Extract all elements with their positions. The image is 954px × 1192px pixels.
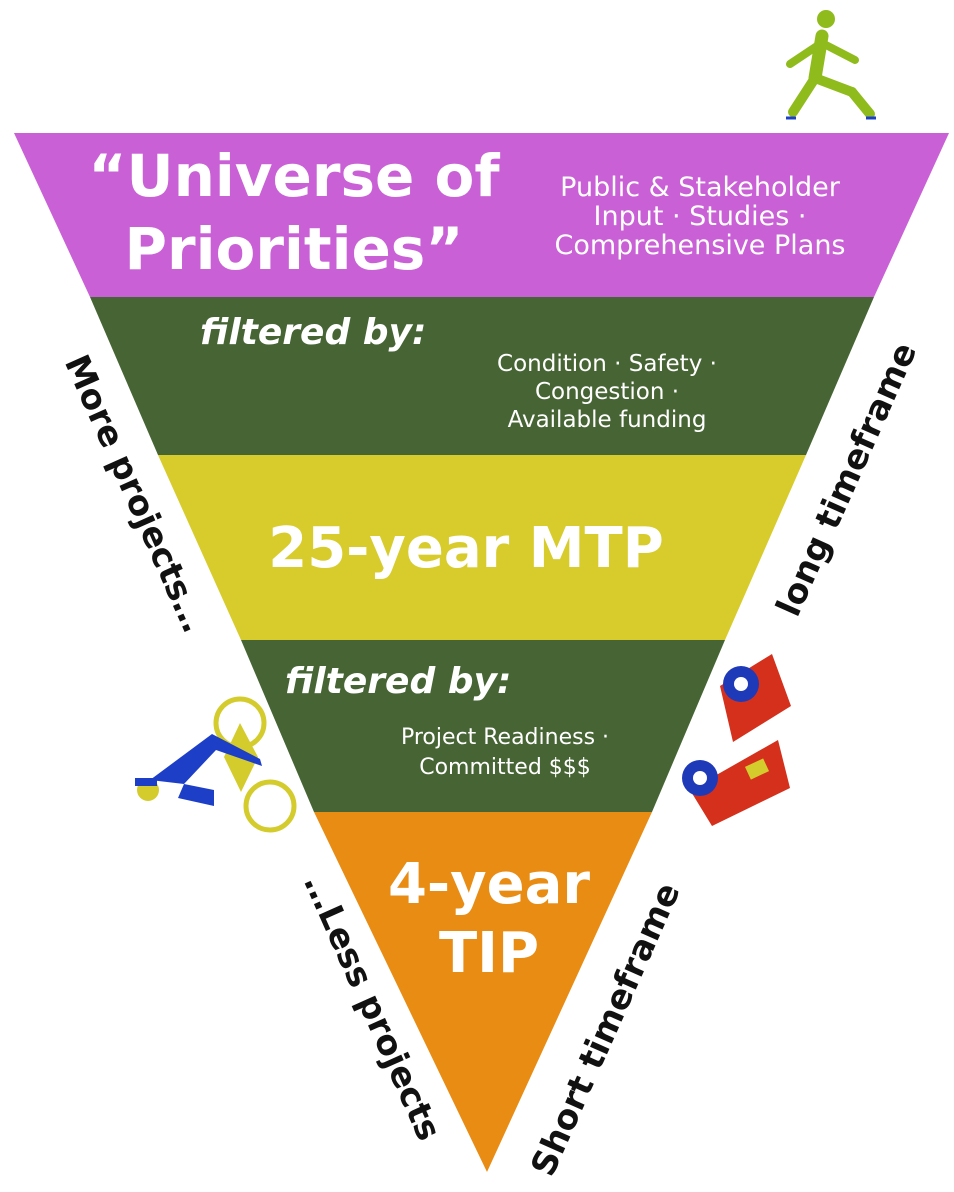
filter-one-criteria-line1: Condition · Safety ·: [497, 351, 717, 377]
filter-two-heading: filtered by:: [285, 661, 511, 702]
filter-one-criteria-line3: Available funding: [508, 407, 707, 433]
cars-icon: [682, 654, 791, 826]
filter-one-criteria-line2: Congestion ·: [535, 379, 679, 405]
cyclist-icon: [135, 696, 297, 833]
filter-one-heading: filtered by:: [200, 312, 426, 353]
filter-two-criteria-line1: Project Readiness ·: [401, 725, 609, 750]
tier-tip-band: [314, 812, 652, 1172]
universe-sources-line1: Public & Stakeholder: [560, 172, 841, 203]
universe-sources-line3: Comprehensive Plans: [554, 230, 845, 261]
filter-two-criteria-line2: Committed $$$: [419, 755, 591, 780]
universe-title-line2: Priorities”: [125, 215, 464, 283]
tier-universe-band: [14, 133, 949, 297]
tier-filter-two-band: [241, 640, 725, 812]
tip-title-line1: 4-year: [388, 852, 590, 917]
tier-mtp-band: [158, 455, 806, 640]
pedestrian-icon: [786, 10, 876, 120]
mtp-title: 25-year MTP: [268, 516, 664, 581]
tip-title-line2: TIP: [439, 921, 539, 986]
universe-title-line1: “Universe of: [88, 142, 500, 210]
tier-filter-one-band: [90, 297, 874, 455]
universe-sources-line2: Input · Studies ·: [594, 201, 807, 232]
